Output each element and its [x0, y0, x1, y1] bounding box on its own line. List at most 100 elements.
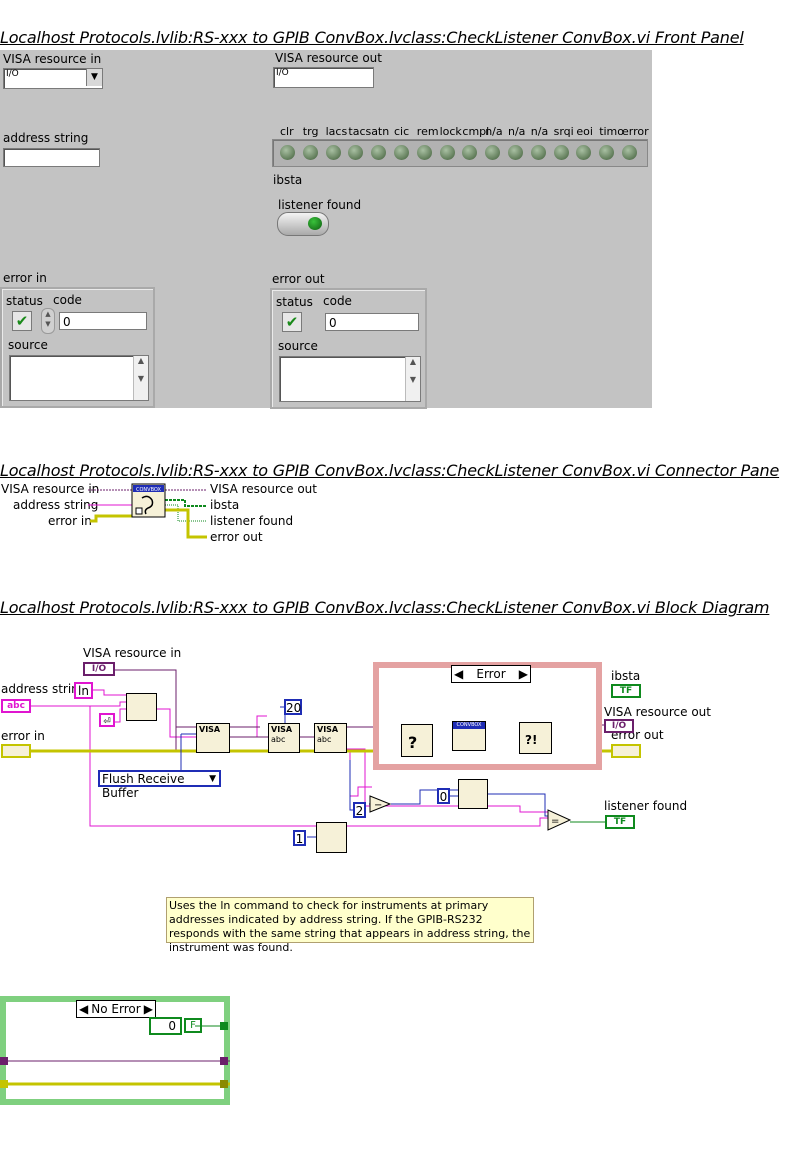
- ibsta-bit-label: n/a: [530, 125, 549, 138]
- string-glyph: abc: [317, 735, 332, 744]
- ibsta-bit-led: [348, 145, 364, 160]
- ibsta-bit-label: error: [622, 125, 649, 138]
- case-structure-no-error[interactable]: ◀ No Error ▶ 0 F: [0, 996, 230, 1105]
- two-constant[interactable]: 2: [353, 802, 366, 818]
- error-in-terminal[interactable]: [1, 744, 31, 758]
- error-in-cluster: status code ✔ ▲▼ 0 source ▲▼: [0, 287, 155, 408]
- bd-ibsta-label: ibsta: [611, 669, 641, 683]
- front-panel-title: Localhost Protocols.lvlib:RS-xxx to GPIB…: [0, 28, 744, 47]
- error-handler-node[interactable]: ?: [401, 724, 433, 757]
- ibsta-bit-led: [485, 145, 501, 160]
- case-selector-label: Error: [476, 667, 506, 681]
- ibsta-bit-label: srqi: [553, 125, 574, 138]
- convbox-error-node[interactable]: CONVBOX: [452, 721, 486, 751]
- case-prev-arrow[interactable]: ◀: [79, 1002, 89, 1016]
- ibsta-bit-led: [439, 145, 455, 160]
- error-in-code-label: code: [53, 293, 82, 307]
- error-in-source-label: source: [8, 338, 48, 352]
- ibsta-bit-label: atn: [371, 125, 390, 138]
- no-error-numeric-constant[interactable]: 0: [149, 1017, 182, 1035]
- flush-mode-ring[interactable]: Flush Receive Buffer ▼: [98, 770, 221, 800]
- bd-listener-found-label: listener found: [604, 799, 688, 813]
- one-constant[interactable]: 1: [293, 830, 306, 846]
- error-out-status-label: status: [276, 295, 313, 309]
- ln-string-constant[interactable]: ln: [74, 682, 93, 699]
- ibsta-bit-led: [416, 145, 432, 160]
- error-in-code-input[interactable]: 0: [59, 312, 147, 330]
- ibsta-bit-led: [508, 145, 523, 160]
- listener-found-terminal[interactable]: TF: [605, 815, 635, 829]
- visa-write-node[interactable]: VISA abc: [268, 723, 300, 753]
- ibsta-bit-led: [325, 145, 341, 160]
- error-out-source-indicator: ▲▼: [279, 356, 421, 402]
- case-selector-no-error[interactable]: ◀ No Error ▶: [76, 1000, 156, 1018]
- address-string-terminal[interactable]: abc: [1, 699, 31, 713]
- ibsta-led-array: [272, 139, 648, 167]
- string-glyph: abc: [271, 735, 286, 744]
- bd-visa-resource-in-label: VISA resource in: [83, 646, 182, 660]
- zero-constant[interactable]: 0: [437, 788, 450, 804]
- ibsta-bit-led: [553, 145, 569, 160]
- ibsta-bit-led: [576, 145, 592, 160]
- string-subset-node[interactable]: [458, 779, 488, 809]
- ibsta-bit-label: eoi: [576, 125, 593, 138]
- block-diagram-title: Localhost Protocols.lvlib:RS-xxx to GPIB…: [0, 598, 770, 617]
- visa-flush-node[interactable]: VISA: [196, 723, 230, 753]
- visa-io-icon: I/O: [276, 68, 289, 78]
- error-out-source-label: source: [278, 339, 318, 353]
- question-icon: ?!: [525, 733, 538, 747]
- visa-resource-in-label: VISA resource in: [3, 52, 102, 66]
- ibsta-label: ibsta: [273, 173, 303, 187]
- listener-found-indicator: [277, 212, 329, 236]
- error-out-label: error out: [272, 272, 325, 286]
- ibsta-bit-led: [462, 145, 478, 160]
- string-subset-node-2[interactable]: [316, 822, 347, 853]
- case-next-arrow[interactable]: ▶: [143, 1002, 153, 1016]
- connector-pane-title: Localhost Protocols.lvlib:RS-xxx to GPIB…: [0, 461, 780, 480]
- visa-resource-in-control[interactable]: I/O ▼: [3, 68, 103, 89]
- error-out-code-label: code: [323, 294, 352, 308]
- scrollbar[interactable]: ▲▼: [405, 357, 420, 401]
- no-error-wires: [0, 1022, 230, 1088]
- error-in-status-checkbox[interactable]: ✔: [12, 311, 32, 331]
- ibsta-bit-label: timo: [599, 125, 625, 138]
- ibsta-bit-label: rem: [416, 125, 439, 138]
- ibsta-bit-led: [599, 145, 615, 160]
- visa-resource-out-terminal[interactable]: I/O: [604, 719, 634, 733]
- error-in-status-label: status: [6, 294, 43, 308]
- chevron-down-icon[interactable]: ▼: [86, 69, 102, 86]
- error-out-terminal[interactable]: [611, 744, 641, 758]
- convbox-node-label: CONVBOX: [453, 722, 485, 729]
- byte-count-constant[interactable]: 20: [284, 699, 302, 715]
- ibsta-bit-label: n/a: [485, 125, 503, 138]
- visa-io-icon: I/O: [6, 69, 19, 79]
- case-prev-arrow[interactable]: ◀: [454, 667, 464, 681]
- error-in-label: error in: [3, 271, 47, 285]
- ibsta-bit-led: [622, 145, 637, 160]
- visa-read-node[interactable]: VISA abc: [314, 723, 347, 753]
- ibsta-bit-label: clr: [280, 125, 294, 138]
- error-out-cluster: status code ✔ 0 source ▲▼: [270, 288, 427, 409]
- case-structure-error[interactable]: ◀ Error ▶ ? CONVBOX ?!: [373, 662, 602, 770]
- address-string-input[interactable]: [3, 148, 100, 167]
- ibsta-bit-label: cic: [394, 125, 410, 138]
- concatenate-strings-node[interactable]: [126, 693, 157, 721]
- visa-resource-in-terminal[interactable]: I/O: [83, 662, 115, 676]
- ibsta-bit-led: [302, 145, 318, 160]
- case-next-arrow[interactable]: ▶: [518, 667, 528, 681]
- cp-output-ibsta: ibsta: [210, 498, 240, 512]
- newline-string-constant[interactable]: ⏎: [99, 713, 115, 727]
- case-selector-error[interactable]: ◀ Error ▶: [451, 665, 531, 683]
- merge-errors-node[interactable]: ?!: [519, 722, 552, 754]
- ibsta-bit-led: [530, 145, 546, 160]
- svg-text:−: −: [374, 800, 382, 811]
- bd-address-string-label: address string: [1, 682, 87, 696]
- error-in-source-input[interactable]: ▲▼: [9, 355, 149, 401]
- block-diagram-comment: Uses the ln command to check for instrum…: [166, 897, 534, 954]
- ibsta-bit-led: [394, 145, 409, 160]
- visa-resource-out-indicator: I/O: [273, 67, 374, 88]
- ibsta-terminal[interactable]: TF: [611, 684, 641, 698]
- scrollbar[interactable]: ▲▼: [133, 356, 148, 400]
- chevron-down-icon[interactable]: ▼: [209, 774, 216, 784]
- error-in-code-stepper[interactable]: ▲▼: [41, 308, 55, 334]
